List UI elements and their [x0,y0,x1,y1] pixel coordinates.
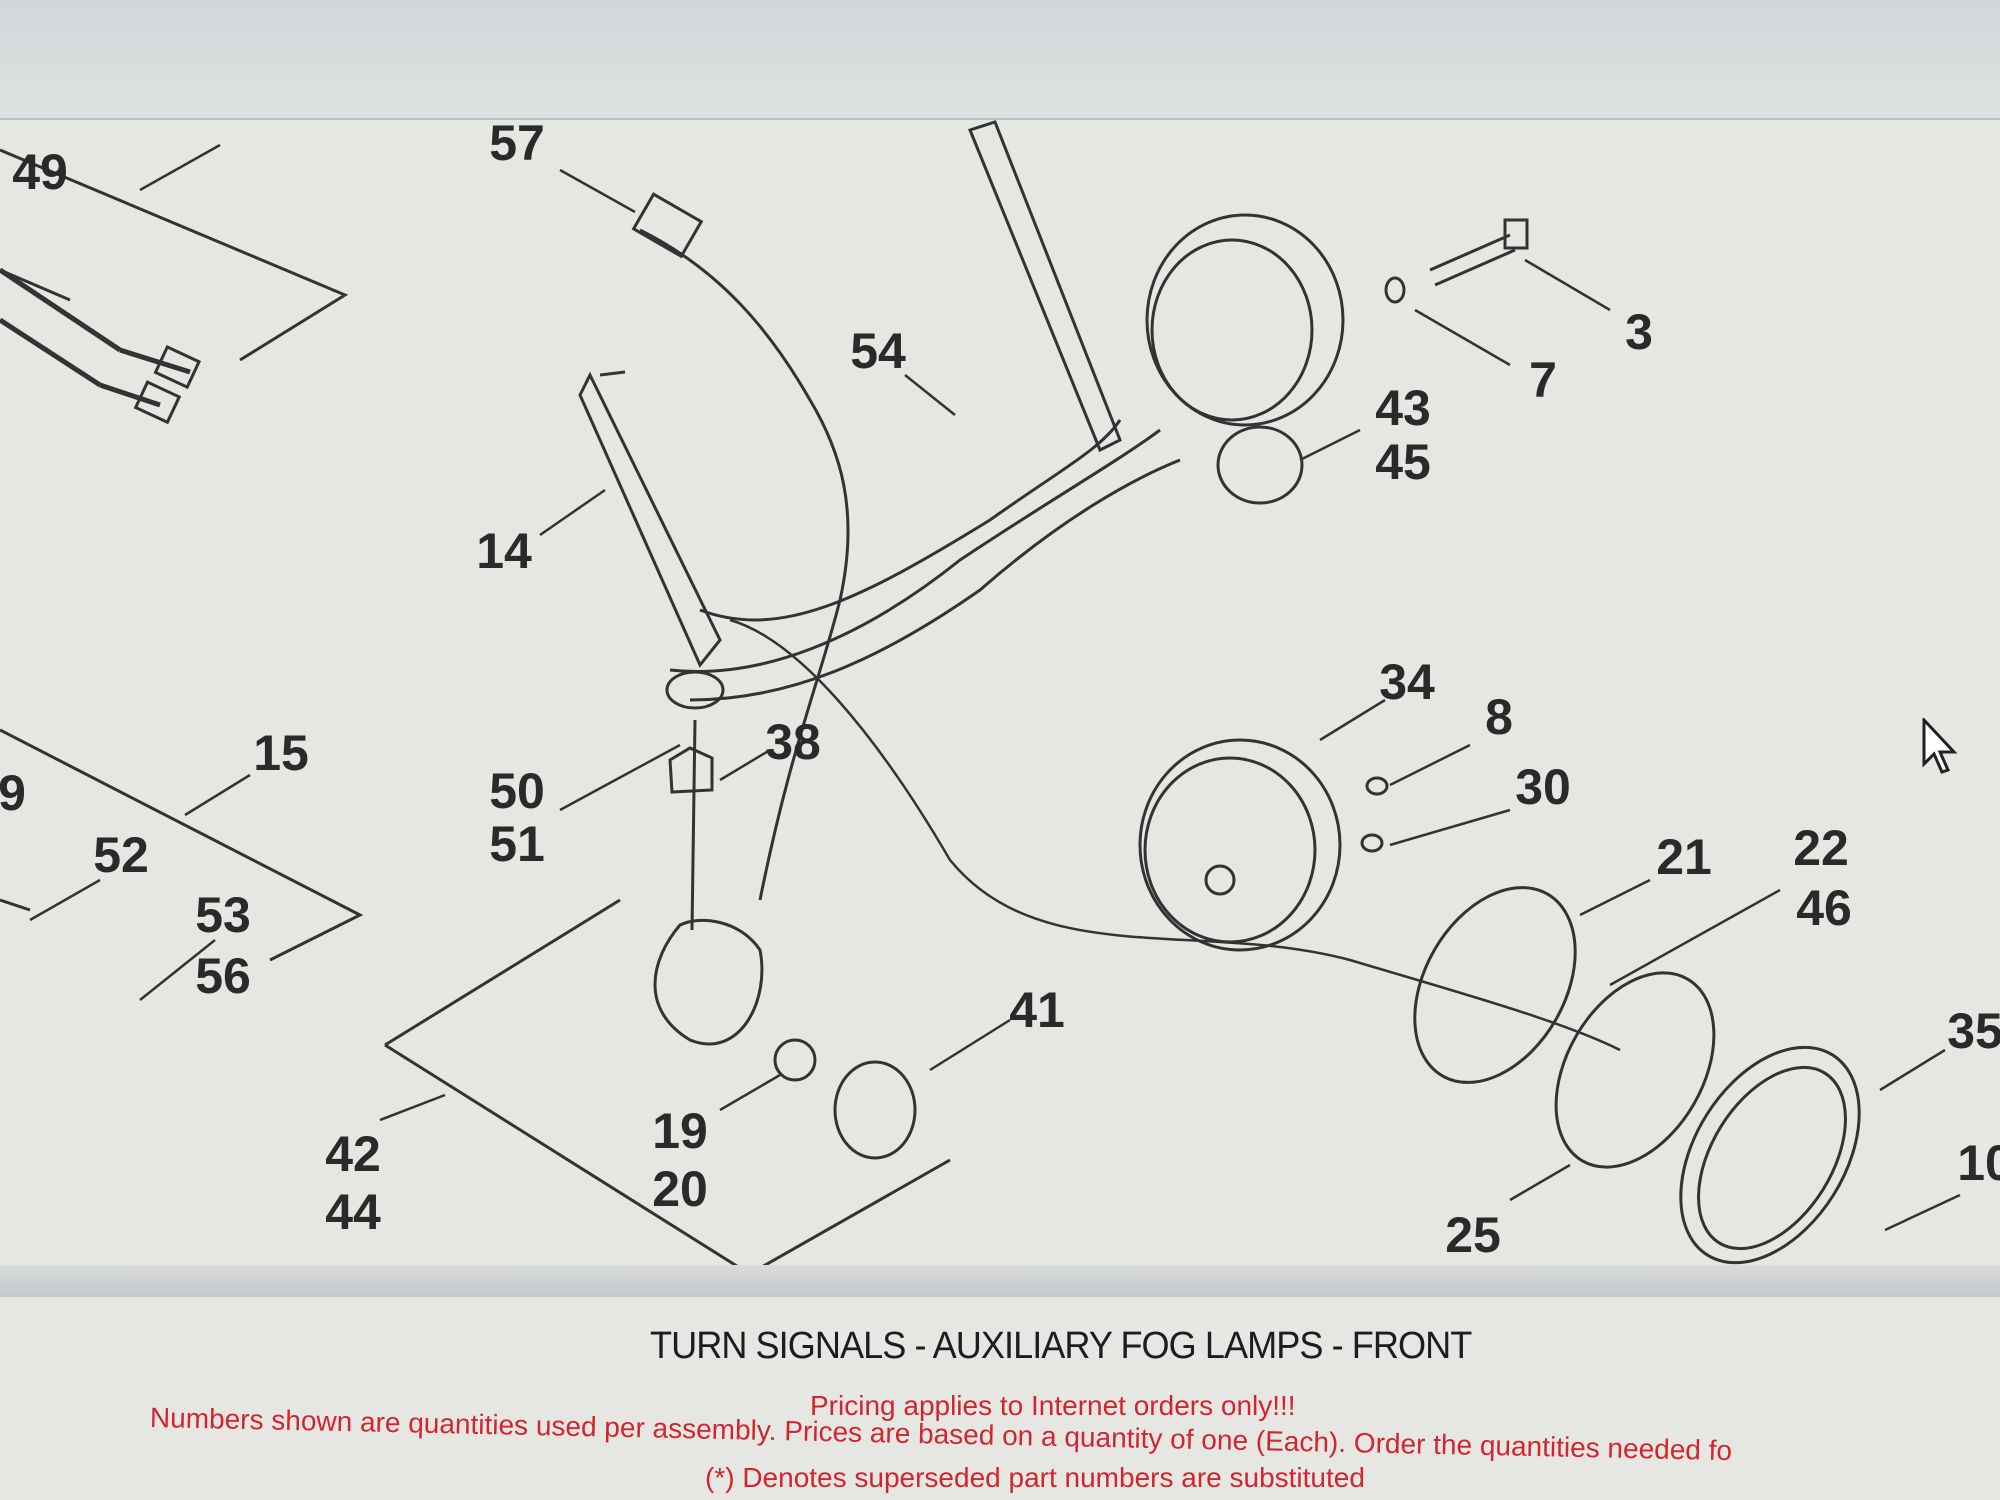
callout-53[interactable]: 53 [195,887,251,943]
bracket-14 [578,370,722,668]
callout-38[interactable]: 38 [765,714,821,770]
callout-34[interactable]: 34 [1379,654,1435,710]
callout-44[interactable]: 44 [325,1184,381,1240]
callout-15[interactable]: 15 [253,725,309,781]
callout-21[interactable]: 21 [1656,829,1712,885]
callout-30[interactable]: 30 [1515,759,1571,815]
callout-25[interactable]: 25 [1445,1207,1501,1263]
ring-21 [1413,886,1577,1084]
lens-41 [833,1060,917,1160]
callout-56[interactable]: 56 [195,948,251,1004]
grommet-38 [668,746,714,794]
callout-14[interactable]: 14 [476,523,532,579]
callout-49[interactable]: 49 [12,144,68,200]
wire-long [729,618,1621,1052]
kit-box-bottom [384,898,951,1268]
kit-box-left [0,728,364,962]
mount-bar [669,428,1181,702]
parts-diagram [0,120,1961,1268]
connector-wires [0,267,191,408]
callout-43[interactable]: 43 [1375,380,1431,436]
callout-22[interactable]: 22 [1793,820,1849,876]
callout-54[interactable]: 54 [850,323,906,379]
callout-50[interactable]: 50 [489,763,545,819]
fog-lamp-upper [1145,213,1345,427]
screw-3 [1429,233,1516,287]
pricing-note: Pricing applies to Internet orders only!… [810,1390,1296,1421]
callout-9[interactable]: 9 [0,765,26,821]
callout-7[interactable]: 7 [1529,352,1557,408]
lamp-cap-43 [1216,425,1304,505]
leader-lines [29,143,1961,1232]
browser-top-bar [0,0,2000,120]
callout-20[interactable]: 20 [652,1161,708,1217]
callout-51[interactable]: 51 [489,816,545,872]
callout-52[interactable]: 52 [93,827,149,883]
callout-42[interactable]: 42 [325,1126,381,1182]
turn-signal-housing [653,918,764,1046]
callout-41[interactable]: 41 [1009,982,1065,1038]
superseded-note: (*) Denotes superseded part numbers are … [705,1462,1365,1493]
diagram-bottom-border [0,1265,2000,1297]
callout-45[interactable]: 45 [1375,434,1431,490]
diagram-title: TURN SIGNALS - AUXILIARY FOG LAMPS - FRO… [650,1325,1472,1367]
mouse-cursor-icon [1922,718,1958,774]
callout-3[interactable]: 3 [1625,304,1653,360]
callout-57[interactable]: 57 [489,115,545,171]
callout-8[interactable]: 8 [1485,689,1513,745]
callout-35[interactable]: 35 [1947,1003,2000,1059]
connector-57 [631,192,704,259]
bezel-35 [1679,1045,1861,1265]
bracket-right [968,120,1122,453]
harness-2 [699,419,1122,622]
lens-22 [1554,971,1716,1169]
harness [639,228,850,901]
turn-signal-stud [690,719,697,931]
callout-10[interactable]: 10 [1957,1135,2000,1191]
bulb-19 [773,1038,817,1082]
callout-19[interactable]: 19 [652,1103,708,1159]
callout-46[interactable]: 46 [1796,880,1852,936]
fog-lamp-34 [1138,738,1342,952]
